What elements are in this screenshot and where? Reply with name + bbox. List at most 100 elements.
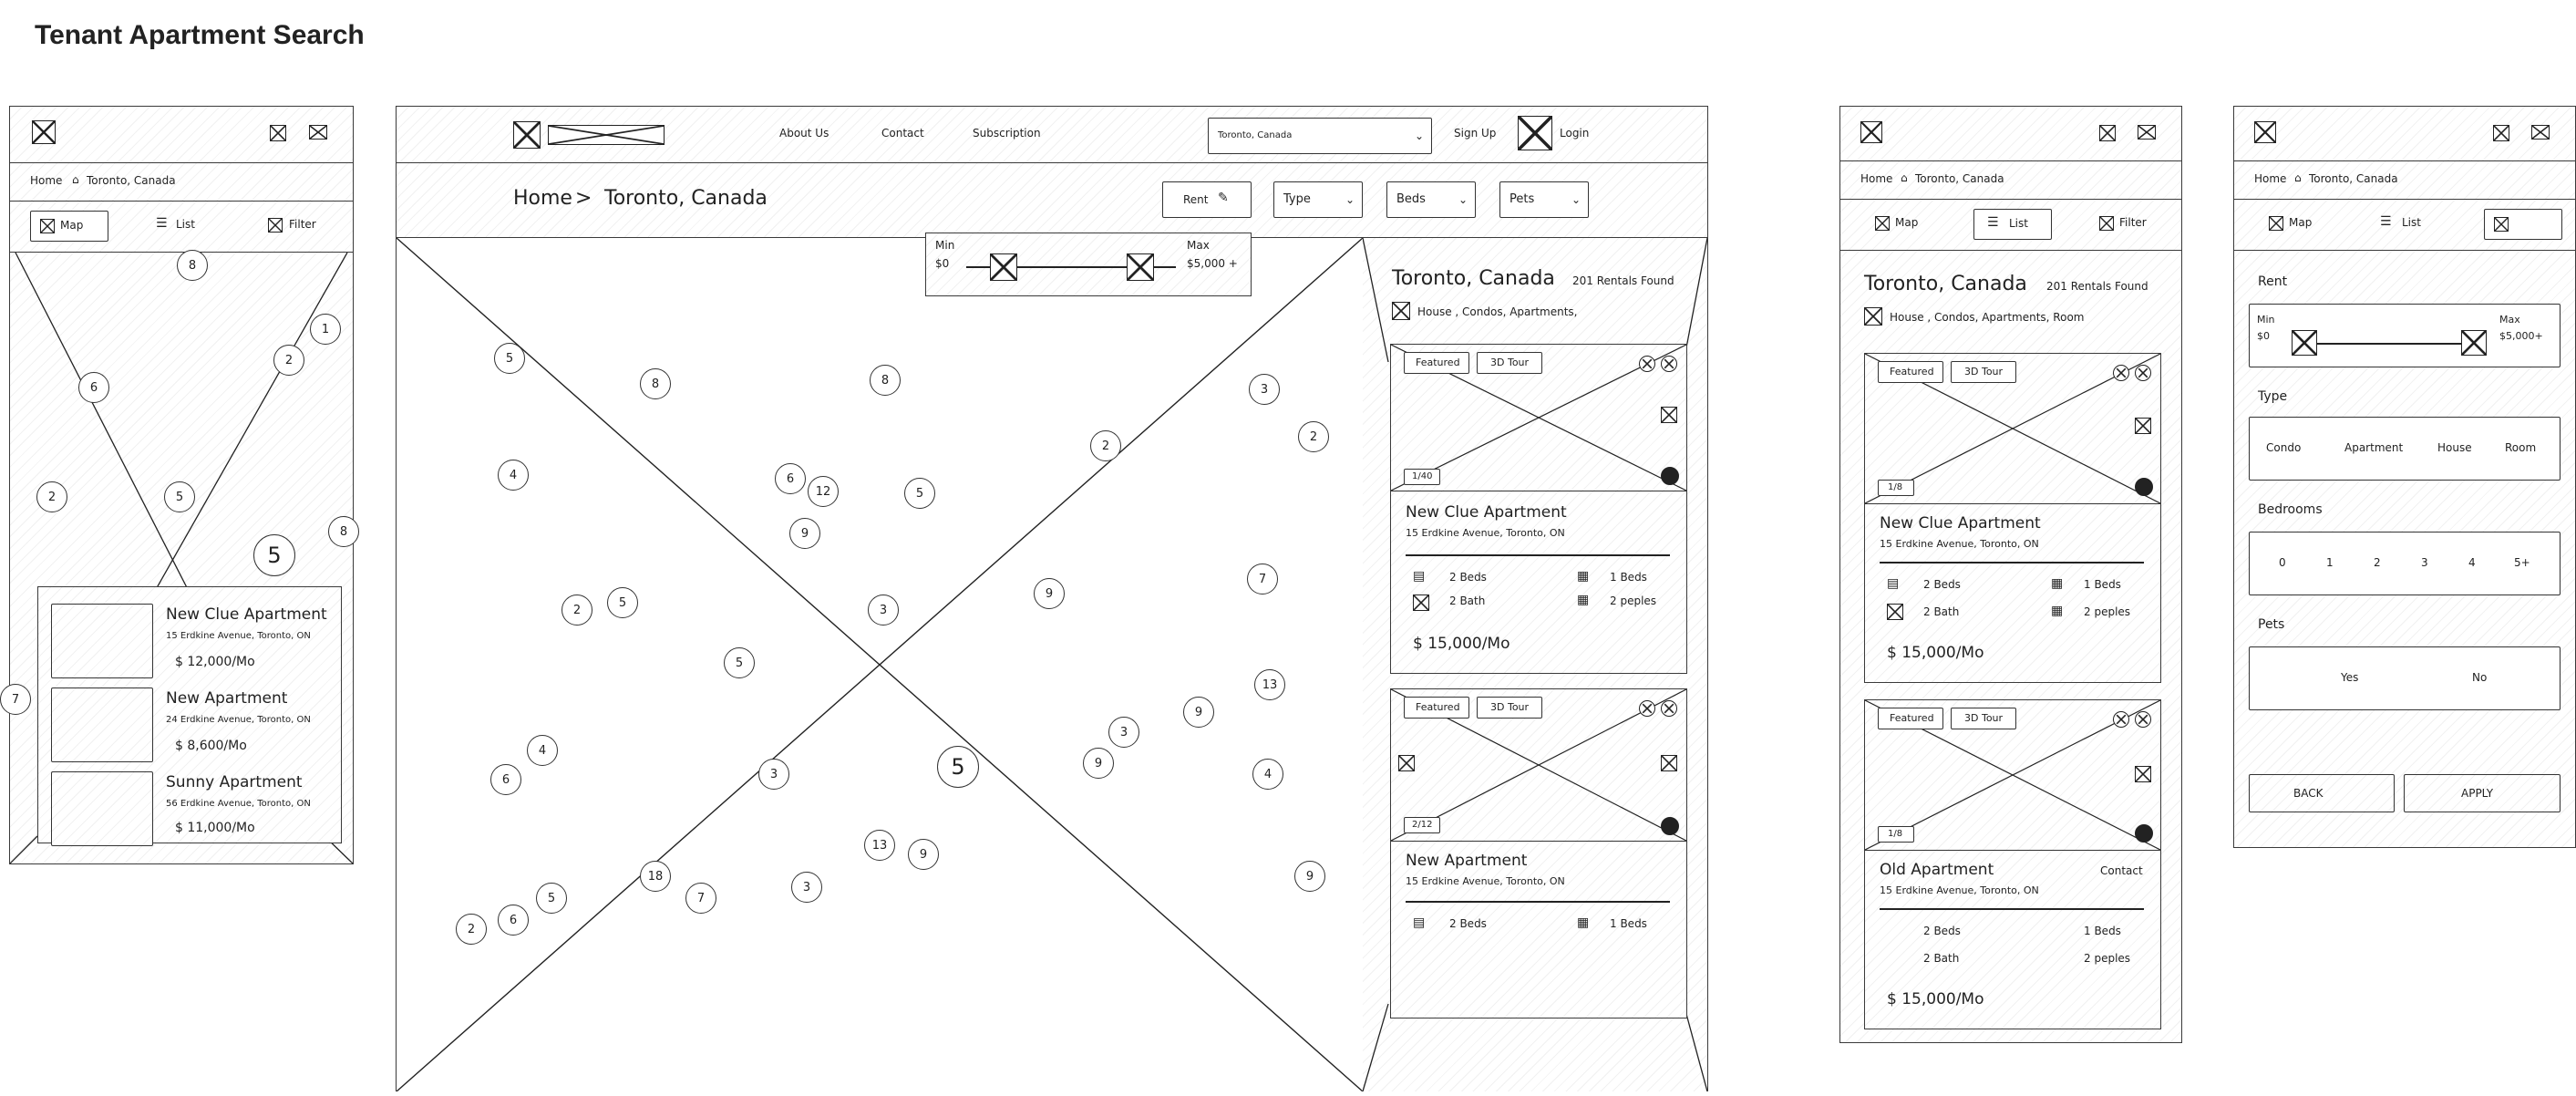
bedroom-option[interactable]: 1 xyxy=(2326,556,2334,569)
mail-icon[interactable] xyxy=(2138,125,2156,140)
user-avatar-icon[interactable] xyxy=(1518,116,1552,150)
map-pin[interactable]: 8 xyxy=(870,365,901,396)
listing-photo[interactable]: Featured 3D Tour 1/8 xyxy=(1864,699,2161,851)
next-photo-icon[interactable] xyxy=(2135,418,2151,434)
bedroom-option[interactable]: 0 xyxy=(2279,556,2286,569)
map-icon[interactable] xyxy=(2269,216,2283,231)
share-icon[interactable] xyxy=(2113,711,2129,728)
map-pin-large[interactable]: 5 xyxy=(937,746,979,788)
price-max-handle[interactable] xyxy=(1127,253,1154,281)
type-option-room[interactable]: Room xyxy=(2505,441,2537,454)
map-pin[interactable]: 8 xyxy=(640,368,671,399)
contact-link[interactable]: Contact xyxy=(2100,864,2143,877)
nav-contact-link[interactable]: Contact xyxy=(881,127,924,140)
listing-photo[interactable]: Featured 3D Tour 2/12 xyxy=(1390,688,1687,842)
pets-option-yes[interactable]: Yes xyxy=(2341,671,2359,684)
listing-card[interactable]: Featured 3D Tour 1/8 New Clue Apartment … xyxy=(1864,353,2161,683)
map-pin[interactable]: 6 xyxy=(775,463,806,494)
bedroom-option[interactable]: 4 xyxy=(2468,556,2476,569)
expand-icon[interactable] xyxy=(1661,817,1679,835)
listing-thumbnail[interactable] xyxy=(51,604,153,678)
breadcrumb-location[interactable]: Toronto, Canada xyxy=(604,187,768,210)
filter-toggle-button[interactable] xyxy=(2484,209,2562,240)
next-photo-icon[interactable] xyxy=(2135,766,2151,782)
expand-icon[interactable] xyxy=(2135,478,2153,496)
type-option-house[interactable]: House xyxy=(2437,441,2472,454)
map-pin[interactable]: 18 xyxy=(640,861,671,892)
favorite-icon[interactable] xyxy=(2135,711,2151,728)
listing-title[interactable]: Old Apartment xyxy=(1880,861,1994,879)
map-pin[interactable]: 9 xyxy=(908,839,939,870)
map-pin[interactable]: 7 xyxy=(0,684,31,715)
map-pin[interactable]: 6 xyxy=(498,905,529,936)
map-pin[interactable]: 2 xyxy=(36,481,67,512)
tour-badge[interactable]: 3D Tour xyxy=(1477,352,1542,374)
map-pin[interactable]: 9 xyxy=(1034,578,1065,609)
share-icon[interactable] xyxy=(1639,356,1655,372)
listing-photo[interactable]: Featured 3D Tour 1/40 xyxy=(1390,344,1687,491)
map-pin[interactable]: 5 xyxy=(904,478,935,509)
listing-card[interactable]: Featured 3D Tour 2/12 New Apartment 15 E… xyxy=(1390,688,1687,1018)
map-pin[interactable]: 5 xyxy=(164,481,195,512)
pets-option-no[interactable]: No xyxy=(2472,671,2488,684)
map-pin[interactable]: 6 xyxy=(78,372,109,403)
filter-toggle-label[interactable]: Filter xyxy=(289,218,316,231)
map-pin-large[interactable]: 5 xyxy=(253,534,295,576)
mail-icon[interactable] xyxy=(2531,125,2550,140)
breadcrumb-location[interactable]: Toronto, Canada xyxy=(2309,172,2398,185)
nav-subscription-link[interactable]: Subscription xyxy=(973,127,1041,140)
search-icon[interactable] xyxy=(2493,125,2509,141)
map-pin[interactable]: 3 xyxy=(791,872,822,903)
map-pin[interactable]: 6 xyxy=(490,764,521,795)
map-pin[interactable]: 5 xyxy=(724,647,755,678)
listing-card[interactable]: Featured 3D Tour 1/40 New Clue Apartment… xyxy=(1390,344,1687,674)
map-pin[interactable]: 5 xyxy=(607,587,638,618)
tour-badge[interactable]: 3D Tour xyxy=(1951,361,2016,383)
breadcrumb-home[interactable]: Home xyxy=(30,174,63,187)
listing-thumbnail[interactable] xyxy=(51,688,153,762)
favorite-icon[interactable] xyxy=(1661,700,1677,717)
listing-card[interactable]: Featured 3D Tour 1/8 Old Apartment Conta… xyxy=(1864,699,2161,1029)
map-pin[interactable]: 3 xyxy=(868,595,899,626)
listing-title[interactable]: New Clue Apartment xyxy=(166,605,327,624)
list-toggle-label[interactable]: List xyxy=(2402,216,2421,229)
map-pin[interactable]: 4 xyxy=(527,735,558,766)
map-pin[interactable]: 4 xyxy=(1252,759,1283,790)
map-pin[interactable]: 13 xyxy=(1254,669,1285,700)
share-icon[interactable] xyxy=(1639,700,1655,717)
listing-title[interactable]: New Apartment xyxy=(166,689,288,708)
type-option-apartment[interactable]: Apartment xyxy=(2344,441,2404,454)
map-pin[interactable]: 2 xyxy=(1090,430,1121,461)
map-pin[interactable]: 7 xyxy=(1247,564,1278,595)
favorite-icon[interactable] xyxy=(1661,356,1677,372)
expand-icon[interactable] xyxy=(1661,467,1679,485)
share-icon[interactable] xyxy=(2113,365,2129,381)
pets-filter-select[interactable]: Pets⌄ xyxy=(1499,181,1589,218)
map-pin[interactable]: 5 xyxy=(494,343,525,374)
prev-photo-icon[interactable] xyxy=(1398,755,1415,771)
login-link[interactable]: Login xyxy=(1560,127,1590,140)
breadcrumb-location[interactable]: Toronto, Canada xyxy=(1915,172,2004,185)
map-pin[interactable]: 12 xyxy=(808,476,839,507)
map-pin[interactable]: 13 xyxy=(864,830,895,861)
expand-icon[interactable] xyxy=(2135,824,2153,843)
price-min-handle[interactable] xyxy=(2292,330,2317,356)
map-icon[interactable] xyxy=(1875,216,1890,231)
listing-photo[interactable]: Featured 3D Tour 1/8 xyxy=(1864,353,2161,504)
listing-title[interactable]: New Clue Apartment xyxy=(1406,503,1567,522)
map-pin[interactable]: 3 xyxy=(1249,374,1280,405)
bedroom-option[interactable]: 3 xyxy=(2421,556,2428,569)
price-min-handle[interactable] xyxy=(990,253,1017,281)
map-pin[interactable]: 5 xyxy=(536,883,567,914)
back-button[interactable]: BACK xyxy=(2249,774,2395,812)
bedroom-option[interactable]: 5+ xyxy=(2514,556,2530,569)
map-toggle-button[interactable]: Map xyxy=(30,211,108,242)
type-option-condo[interactable]: Condo xyxy=(2266,441,2302,454)
map-pin[interactable]: 3 xyxy=(758,759,789,790)
filter-icon[interactable] xyxy=(268,218,283,233)
map-pin[interactable]: 4 xyxy=(498,460,529,491)
breadcrumb-location[interactable]: Toronto, Canada xyxy=(87,174,176,187)
rent-filter-button[interactable]: Rent ✎ xyxy=(1162,181,1252,218)
nav-about-link[interactable]: About Us xyxy=(779,127,829,140)
map-pin[interactable]: 9 xyxy=(1083,748,1114,779)
